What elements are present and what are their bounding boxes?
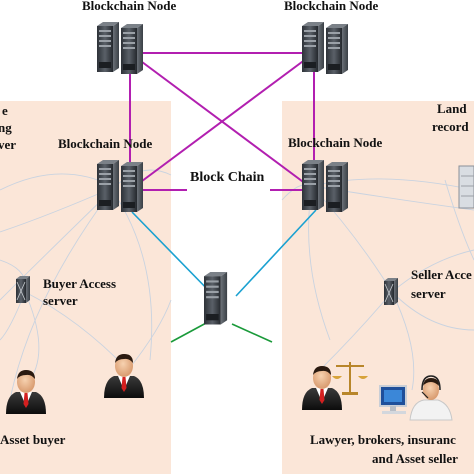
lawyer-icon — [302, 362, 368, 410]
block-chain-label: Block Chain — [190, 170, 265, 185]
buyer-access-server-icon — [15, 275, 31, 304]
central-server-icon — [204, 272, 228, 325]
asset-buyer-label: Asset buyer — [0, 432, 66, 447]
chain-link-diagonal-2 — [129, 52, 315, 191]
broker-computer-icon — [379, 385, 407, 414]
blockchain-node-top-left-icon — [97, 22, 143, 74]
land-records-database-icon — [458, 165, 474, 209]
access-links — [131, 209, 317, 297]
left-cut-label-line2: ng — [0, 120, 12, 135]
seller-access-server-icon — [383, 277, 399, 306]
left-cut-label-line1: e — [2, 103, 8, 118]
node-label-top-right: Blockchain Node — [284, 0, 378, 13]
node-label-top-left: Blockchain Node — [82, 0, 176, 13]
buyer-access-server-label-line2: server — [43, 293, 78, 308]
insurance-agent-icon — [409, 375, 453, 421]
sellers-label-line2: and Asset seller — [372, 451, 458, 466]
sellers-label-line1: Lawyer, brokers, insuranc — [310, 432, 456, 447]
buyer-access-server-label-line1: Buyer Access — [43, 276, 116, 291]
left-cut-label-line3: ver — [0, 137, 16, 152]
node-label-mid-left: Blockchain Node — [58, 136, 152, 151]
node-label-mid-right: Blockchain Node — [288, 135, 382, 150]
seller-access-server-label-line2: server — [411, 286, 446, 301]
blockchain-node-top-right-icon — [302, 22, 348, 74]
green-links — [170, 321, 273, 343]
seller-access-server-label-line1: Seller Acce — [411, 267, 472, 282]
land-records-label-line2: record — [432, 119, 469, 134]
land-records-label-line1: Land — [437, 101, 467, 116]
